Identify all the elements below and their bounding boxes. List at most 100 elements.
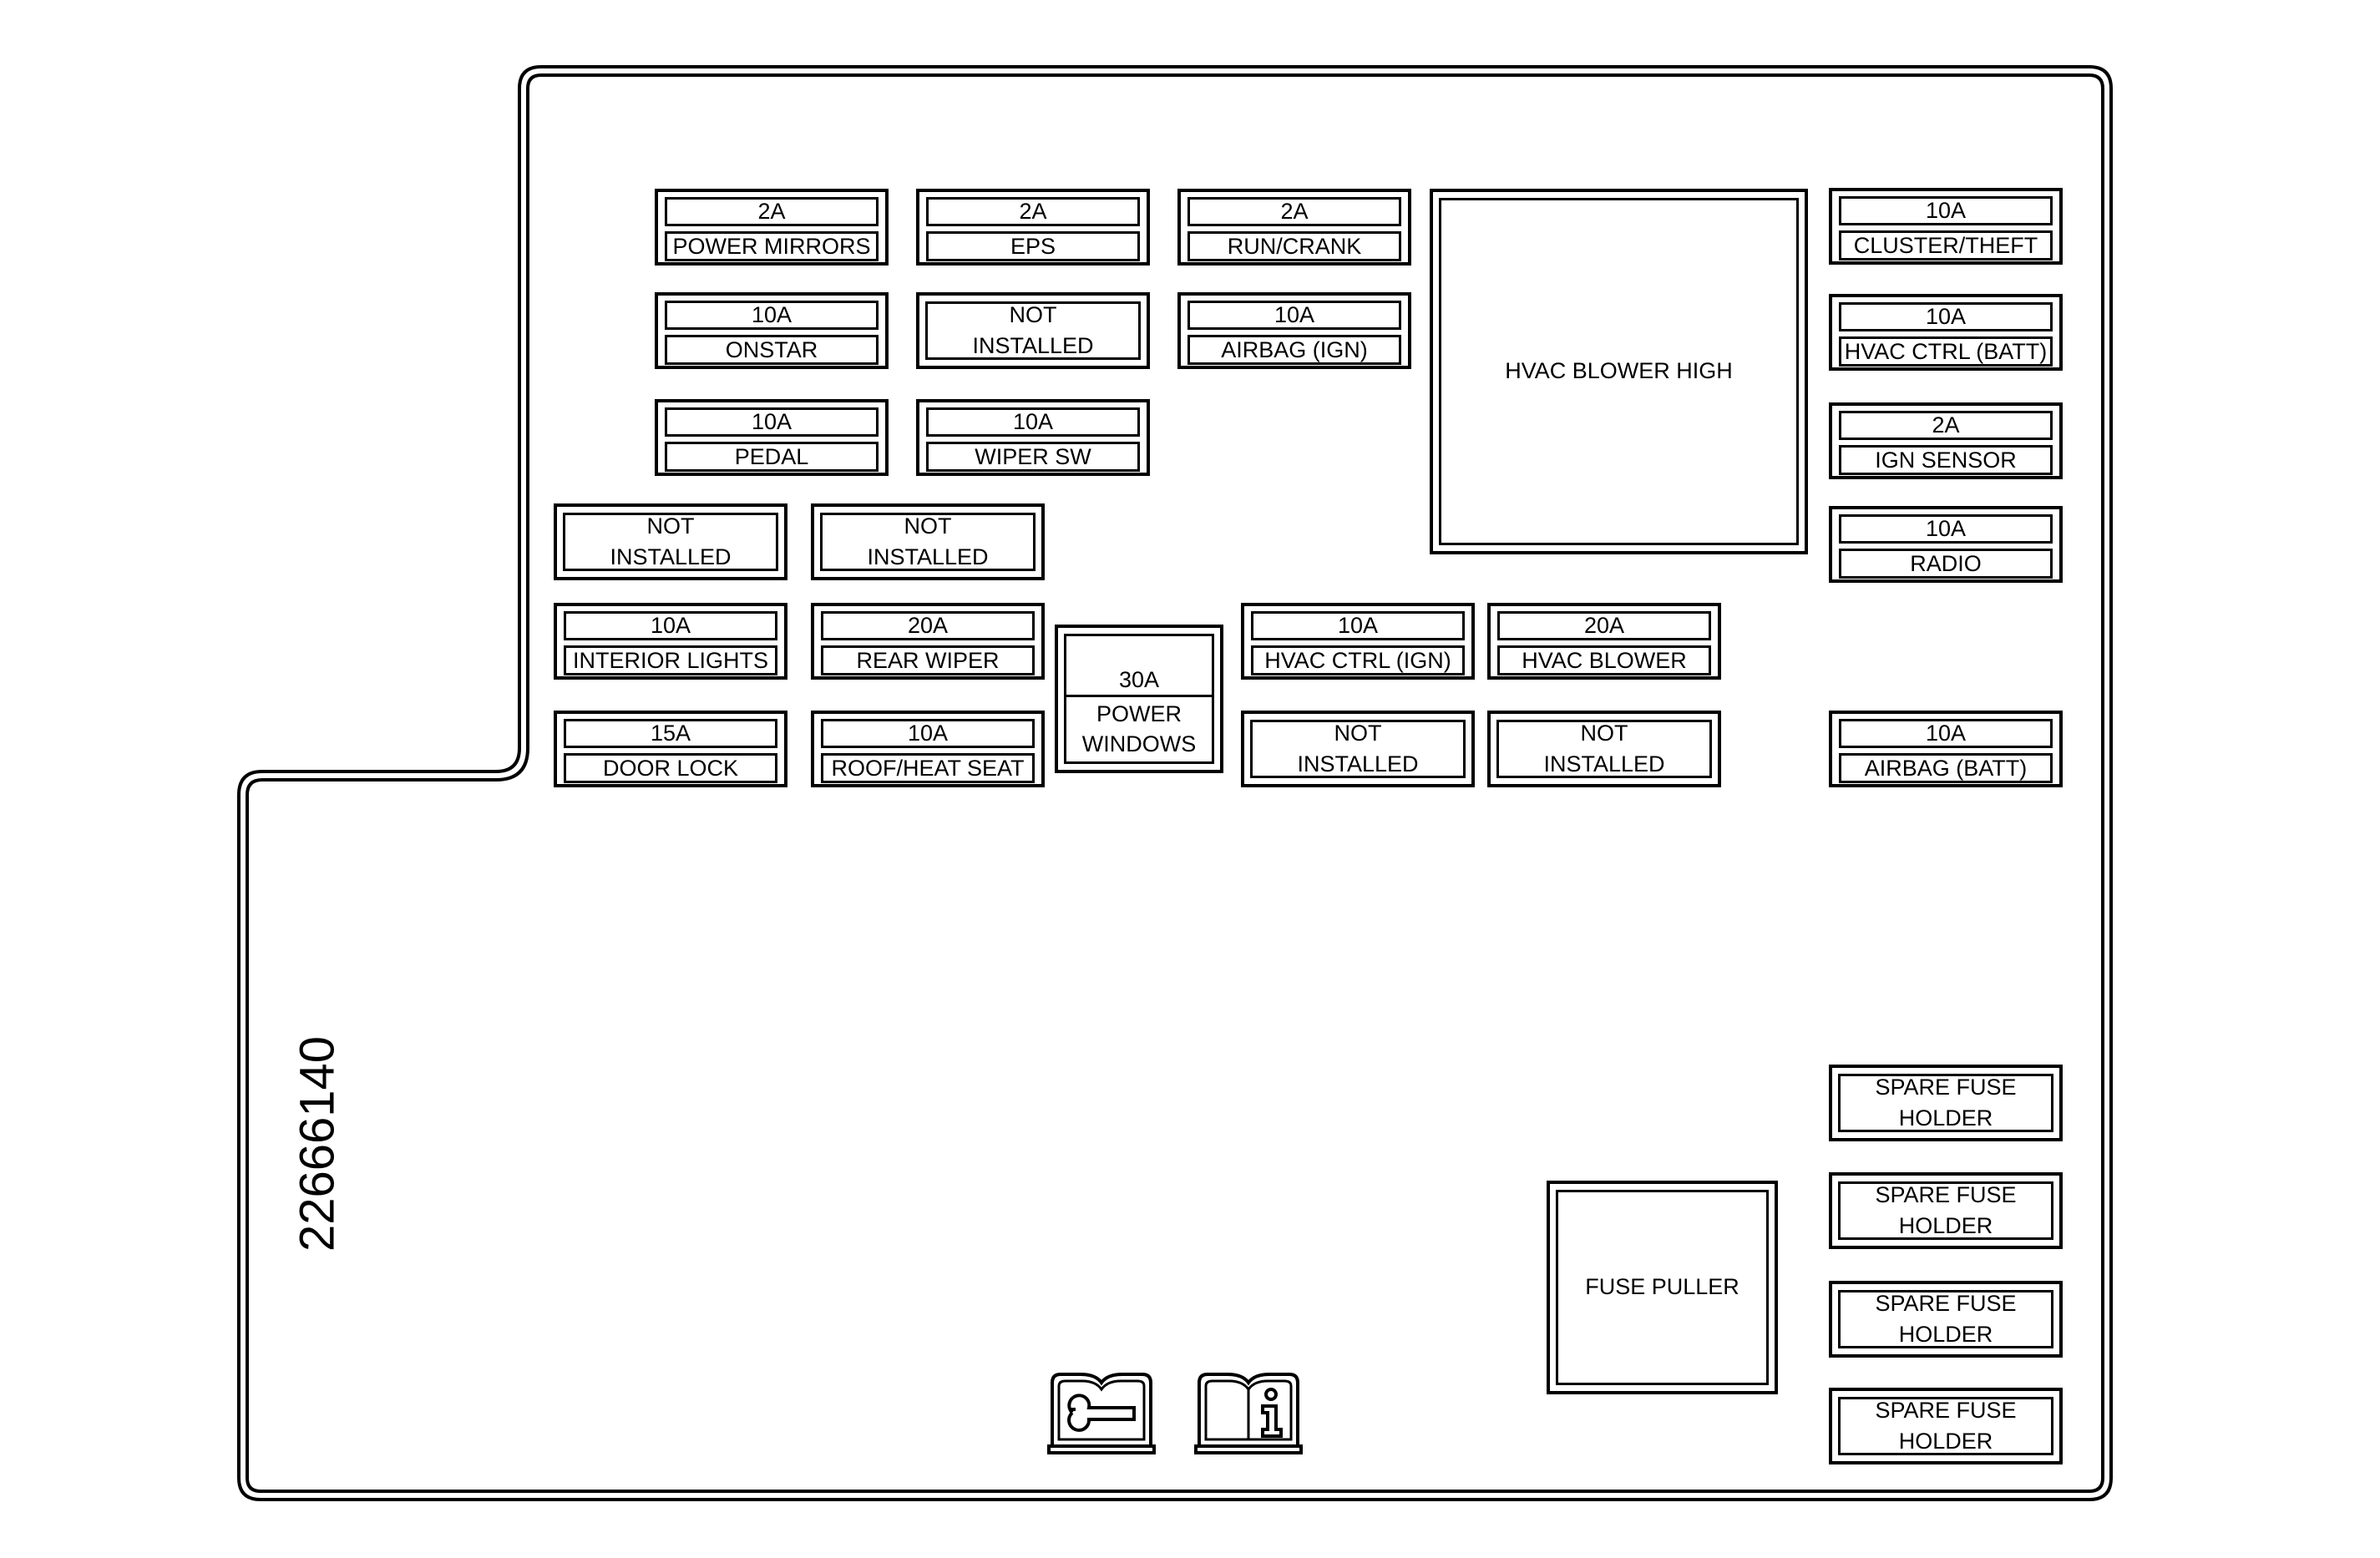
spare-fuse-holder: SPARE FUSE HOLDER [1829, 1281, 2063, 1358]
slot-label-line2: INSTALLED [610, 544, 732, 569]
fuse-label: HVAC BLOWER [1497, 645, 1711, 675]
fuse-rating: 2A [926, 197, 1140, 226]
spare-label-line2: HOLDER [1898, 1429, 1993, 1454]
slot-label: NOT INSTALLED [925, 301, 1141, 360]
fuse-label: IGN SENSOR [1839, 445, 2053, 475]
spare-label-line2: HOLDER [1898, 1105, 1993, 1131]
spare-label-line2: HOLDER [1898, 1213, 1993, 1238]
fuse-puller: FUSE PULLER [1547, 1181, 1778, 1394]
fuse-label: DOOR LOCK [564, 753, 777, 783]
fuse-airbag-ign: 10A AIRBAG (IGN) [1177, 292, 1411, 369]
fuse-rating: 10A [1839, 514, 2053, 544]
fuse-label: HVAC CTRL (IGN) [1251, 645, 1465, 675]
fuse-label: CLUSTER/THEFT [1839, 230, 2053, 261]
fuse-label-line2: WINDOWS [1081, 731, 1197, 756]
fuse-label: POWER MIRRORS [665, 231, 879, 261]
spare-fuse-holder: SPARE FUSE HOLDER [1829, 1388, 2063, 1464]
relay-hvac-blower-high: HVAC BLOWER HIGH [1430, 189, 1808, 554]
slot-label-line1: NOT [1334, 720, 1382, 746]
slot-not-installed: NOT INSTALLED [554, 503, 787, 580]
fuse-rating: 2A [1187, 197, 1401, 226]
fuse-run-crank: 2A RUN/CRANK [1177, 189, 1411, 266]
spare-label-line1: SPARE FUSE [1875, 1290, 2017, 1316]
fuse-cluster-theft: 10A CLUSTER/THEFT [1829, 188, 2063, 265]
fuse-rating: 20A [1497, 611, 1711, 640]
spare-label: SPARE FUSE HOLDER [1838, 1074, 2053, 1132]
fuse-label-line1: POWER [1096, 701, 1182, 727]
fuse-power-mirrors: 2A POWER MIRRORS [655, 189, 889, 266]
fuse-rear-wiper: 20A REAR WIPER [811, 603, 1045, 680]
slot-label-line1: NOT [904, 513, 952, 539]
slot-not-installed: NOT INSTALLED [1487, 711, 1721, 787]
service-manual-wrench-icon [1047, 1373, 1156, 1454]
fuse-wiper-sw: 10A WIPER SW [916, 399, 1150, 476]
owner-manual-info-icon [1194, 1373, 1303, 1454]
fuse-label: RUN/CRANK [1187, 231, 1401, 261]
fuse-label: POWER WINDOWS [1064, 697, 1214, 764]
fuse-label: RADIO [1839, 549, 2053, 579]
fuse-label: WIPER SW [926, 442, 1140, 472]
fuse-airbag-batt: 10A AIRBAG (BATT) [1829, 711, 2063, 787]
fuse-rating: 10A [1187, 301, 1401, 330]
fuse-rating: 10A [1839, 719, 2053, 748]
fuse-rating: 10A [665, 301, 879, 330]
fuse-rating: 10A [1251, 611, 1465, 640]
fuse-label: ROOF/HEAT SEAT [821, 753, 1035, 783]
spare-label: SPARE FUSE HOLDER [1838, 1181, 2053, 1240]
slot-not-installed: NOT INSTALLED [1241, 711, 1475, 787]
spare-label-line1: SPARE FUSE [1875, 1397, 2017, 1423]
fuse-label: AIRBAG (IGN) [1187, 335, 1401, 365]
part-number: 22666140 [290, 1035, 345, 1252]
spare-label-line1: SPARE FUSE [1875, 1074, 2017, 1100]
fuse-rating: 10A [1839, 196, 2053, 225]
fuse-rating: 10A [926, 407, 1140, 437]
fuse-label: REAR WIPER [821, 645, 1035, 675]
spare-label-line2: HOLDER [1898, 1322, 1993, 1347]
slot-label: NOT INSTALLED [1496, 720, 1712, 778]
fuse-rating: 10A [665, 407, 879, 437]
relay-label: HVAC BLOWER HIGH [1439, 198, 1799, 545]
slot-label-line2: INSTALLED [1297, 751, 1419, 776]
slot-label-line1: NOT [1580, 720, 1628, 746]
fuse-onstar: 10A ONSTAR [655, 292, 889, 369]
fuse-eps: 2A EPS [916, 189, 1150, 266]
fuse-label: EPS [926, 231, 1140, 261]
fuse-hvac-blower: 20A HVAC BLOWER [1487, 603, 1721, 680]
slot-label-line2: INSTALLED [1543, 751, 1665, 776]
spare-label: SPARE FUSE HOLDER [1838, 1290, 2053, 1348]
fuse-rating: 10A [1839, 302, 2053, 331]
fuse-roof-heat-seat: 10A ROOF/HEAT SEAT [811, 711, 1045, 787]
slot-label: NOT INSTALLED [1250, 720, 1466, 778]
fuse-interior-lights: 10A INTERIOR LIGHTS [554, 603, 787, 680]
fuse-label: PEDAL [665, 442, 879, 472]
spare-fuse-holder: SPARE FUSE HOLDER [1829, 1065, 2063, 1141]
spare-label: SPARE FUSE HOLDER [1838, 1397, 2053, 1455]
fuse-rating: 2A [665, 197, 879, 226]
slot-not-installed: NOT INSTALLED [916, 292, 1150, 369]
fuse-label: AIRBAG (BATT) [1839, 753, 2053, 783]
fuse-rating: 15A [564, 719, 777, 748]
slot-label: NOT INSTALLED [563, 513, 778, 571]
fuse-pedal: 10A PEDAL [655, 399, 889, 476]
fuse-rating: 20A [821, 611, 1035, 640]
fuse-rating: 10A [564, 611, 777, 640]
slot-label-line1: NOT [646, 513, 695, 539]
fuse-hvac-ctrl-batt: 10A HVAC CTRL (BATT) [1829, 294, 2063, 371]
fuse-label: ONSTAR [665, 335, 879, 365]
fuse-rating: 10A [821, 719, 1035, 748]
fuse-radio: 10A RADIO [1829, 506, 2063, 583]
fuse-label: INTERIOR LIGHTS [564, 645, 777, 675]
fuse-power-windows: 30A POWER WINDOWS [1055, 625, 1223, 773]
slot-label-line1: NOT [1009, 301, 1057, 327]
spare-fuse-holder: SPARE FUSE HOLDER [1829, 1172, 2063, 1249]
fuse-puller-label: FUSE PULLER [1556, 1190, 1769, 1385]
fuse-hvac-ctrl-ign: 10A HVAC CTRL (IGN) [1241, 603, 1475, 680]
fuse-label: HVAC CTRL (BATT) [1839, 336, 2053, 367]
slot-label-line2: INSTALLED [972, 333, 1094, 358]
fuse-rating: 30A [1064, 634, 1214, 697]
spare-label-line1: SPARE FUSE [1875, 1181, 2017, 1207]
fuse-rating: 2A [1839, 411, 2053, 440]
